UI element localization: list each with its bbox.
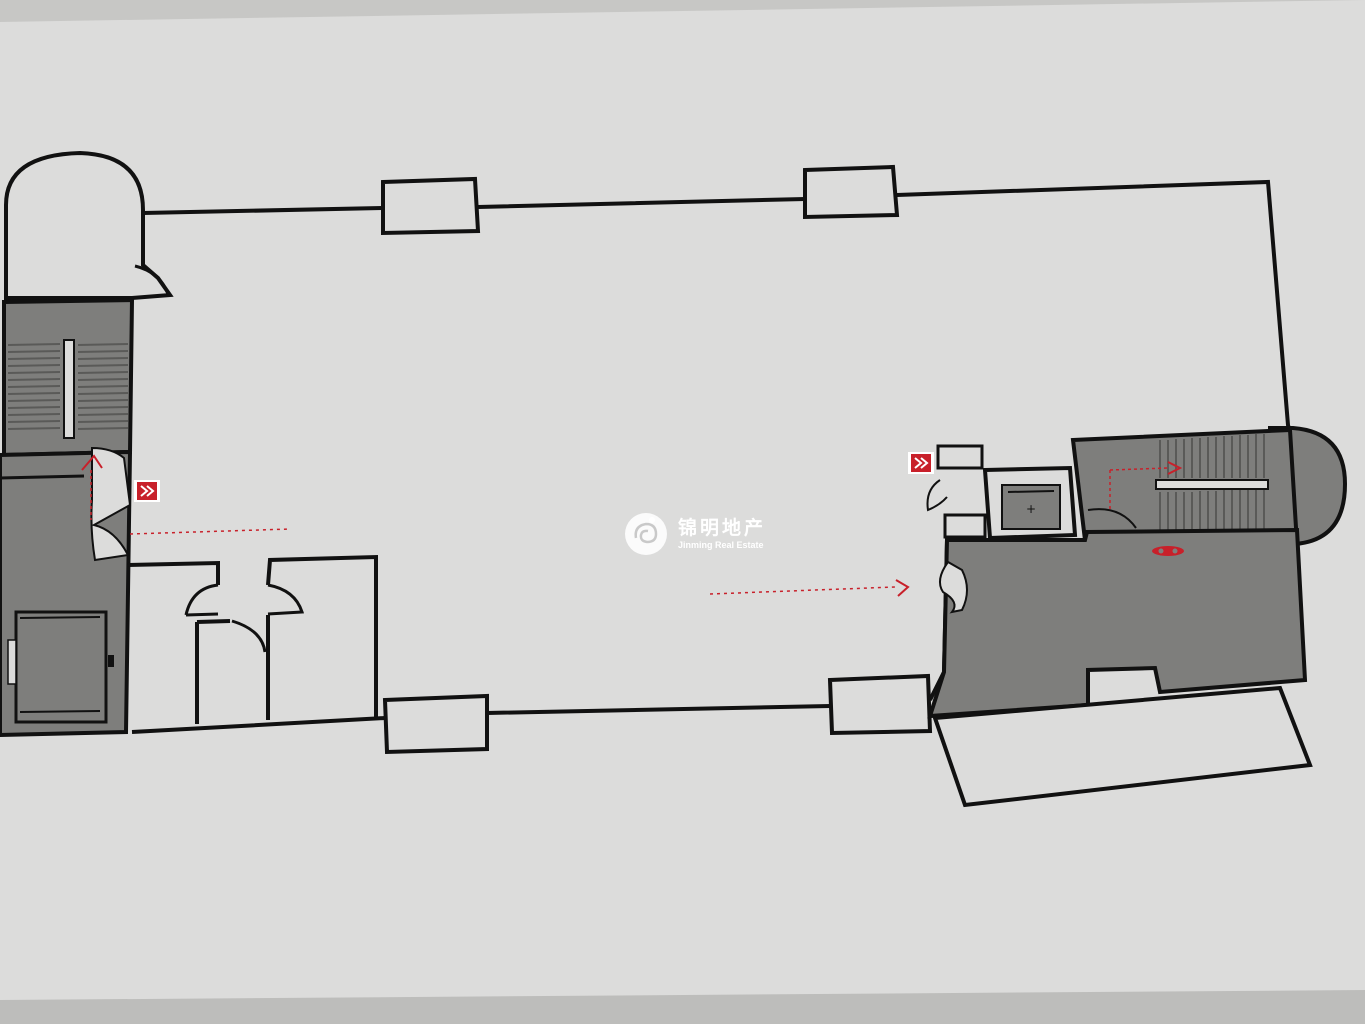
lift-door-line — [1007, 490, 1055, 493]
left-stair-treads — [7, 343, 129, 430]
stair-divider — [63, 339, 75, 439]
stair-divider — [1155, 479, 1269, 490]
room-door-swing — [185, 612, 219, 617]
right-double-door — [938, 560, 968, 614]
fire-extinguisher-icon — [908, 452, 934, 474]
room-door-swing — [231, 619, 267, 653]
brand-name-en: Jinming Real Estate — [678, 539, 764, 550]
brand-watermark: 锦明地产 Jinming Real Estate — [622, 510, 766, 558]
lift-door-line — [19, 616, 101, 619]
window-box-bottom-1 — [382, 693, 489, 755]
swirl-logo-icon — [625, 513, 667, 555]
lift-button — [108, 655, 114, 667]
lift-mark-icon: + — [1026, 502, 1036, 516]
fire-extinguisher-icon — [134, 480, 160, 502]
window-box-top-2 — [803, 164, 900, 220]
left-rooms-walls — [266, 554, 378, 718]
service-box — [936, 444, 984, 470]
evacuation-arrow-icon — [1167, 461, 1183, 475]
evacuation-path — [709, 586, 896, 595]
room-door-swing — [184, 583, 219, 616]
lobby-divider — [0, 474, 85, 480]
left-round-tower — [3, 150, 174, 300]
balcony-slab — [932, 685, 1313, 808]
left-elevator — [14, 610, 108, 724]
room-door-swing — [267, 583, 305, 616]
fire-hydrant-icon — [1152, 546, 1184, 556]
evacuation-arrow-icon — [895, 579, 910, 597]
right-stair-treads — [1159, 434, 1265, 532]
tower-door-swing — [134, 264, 170, 295]
left-double-door — [90, 446, 132, 562]
window-box-top-1 — [381, 176, 481, 236]
lift-door-line — [19, 710, 101, 713]
evacuation-arrow-icon — [81, 454, 103, 471]
evacuation-path — [129, 528, 291, 535]
board-frame-edge — [0, 990, 1365, 1024]
window-box-bottom-2 — [827, 673, 933, 736]
room-partition — [196, 619, 231, 624]
service-door-swing — [926, 479, 948, 512]
lift-panel — [7, 639, 17, 685]
service-box — [943, 513, 987, 539]
brand-name-cn: 锦明地产 — [678, 516, 767, 539]
evacuation-path — [1109, 467, 1169, 471]
stair-door-swing — [1087, 508, 1137, 529]
left-rooms-walls — [127, 560, 220, 585]
right-lobby — [927, 527, 1308, 719]
watermark-text: 锦明地产 Jinming Real Estate — [678, 516, 767, 550]
